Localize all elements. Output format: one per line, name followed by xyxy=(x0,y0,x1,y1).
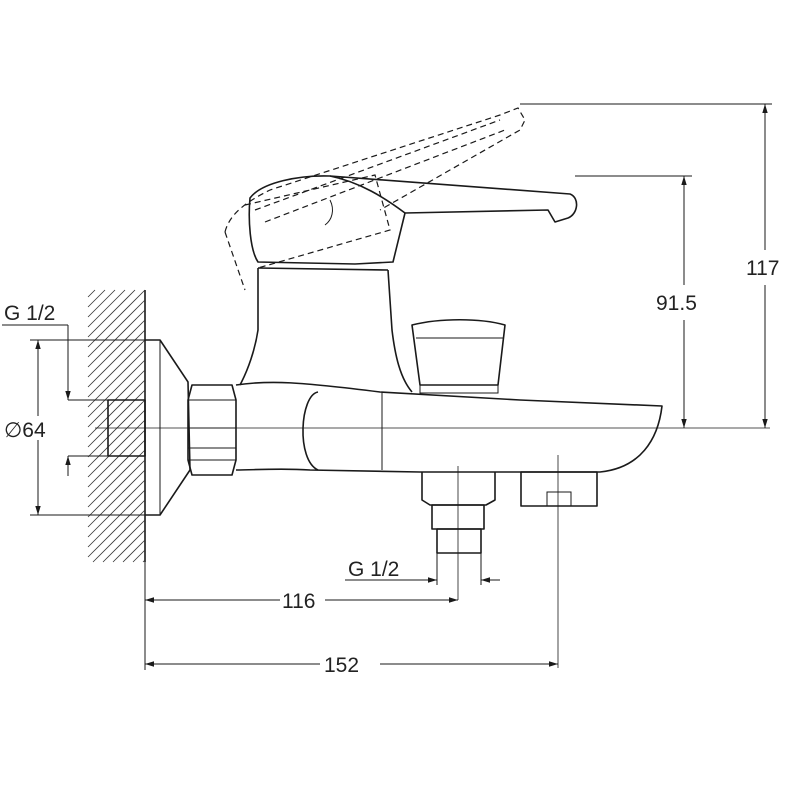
label-diameter-flange: ∅64 xyxy=(4,419,46,442)
hatch-line xyxy=(87,289,106,308)
dim-thread-outlet: G 1/2 xyxy=(345,553,500,585)
hatch-line xyxy=(87,499,146,558)
hatch-line xyxy=(87,379,146,438)
dim-height-lever: 91.5 xyxy=(575,175,697,428)
hatch-line xyxy=(87,299,146,358)
hatch-line xyxy=(87,439,146,498)
label-thread-inlet: G 1/2 xyxy=(4,302,55,325)
hatch-line xyxy=(112,529,146,563)
hatch-line xyxy=(87,469,146,528)
hatch-line xyxy=(87,459,146,518)
hatch-line xyxy=(87,339,146,398)
dim-height-total: 117 xyxy=(520,103,779,428)
label-height-total: 117 xyxy=(746,257,779,280)
hatch-line xyxy=(87,369,146,428)
hatch-line xyxy=(87,309,146,368)
dim-length-total: 152 xyxy=(145,654,558,677)
hatch-line xyxy=(142,559,146,563)
hatch-line xyxy=(102,519,146,563)
diverter-knob xyxy=(411,318,506,394)
hatch-line xyxy=(87,289,116,318)
hatch-line xyxy=(92,509,146,563)
hatch-line xyxy=(87,289,146,348)
hatch-line xyxy=(87,349,146,408)
label-length-to-outlet: 116 xyxy=(282,590,315,613)
label-length-total: 152 xyxy=(324,654,359,677)
hatch-line xyxy=(87,479,146,538)
cartridge-housing xyxy=(239,267,413,393)
center-lines xyxy=(95,427,770,668)
hatch-line xyxy=(87,289,136,338)
hatch-line xyxy=(87,289,126,328)
hatch-line xyxy=(87,359,146,418)
wall-flange xyxy=(145,339,191,516)
lever-raised-outline xyxy=(224,107,526,291)
hatch-line xyxy=(87,289,96,298)
dim-length-to-outlet: 116 xyxy=(144,562,458,670)
hatch-line xyxy=(87,489,146,548)
hatch-line xyxy=(87,419,146,478)
label-thread-outlet: G 1/2 xyxy=(348,558,399,581)
hex-nut xyxy=(187,384,237,476)
hatch-line xyxy=(87,399,146,458)
spout-block xyxy=(520,471,598,507)
lever-handle xyxy=(248,175,578,265)
hatch-line xyxy=(87,319,146,378)
wall-hatching xyxy=(87,289,146,563)
hatch-line xyxy=(132,549,146,563)
hatch-line xyxy=(87,449,146,508)
hatch-line xyxy=(87,409,146,468)
label-height-lever: 91.5 xyxy=(656,292,697,315)
dim-thread-inlet: G 1/2 xyxy=(2,302,108,476)
hatch-line xyxy=(122,539,146,563)
hatch-line xyxy=(87,429,146,488)
dim-diameter-flange: ∅64 xyxy=(2,339,145,516)
mixer-body xyxy=(235,381,663,473)
bottom-outlet-fitting xyxy=(421,472,496,554)
